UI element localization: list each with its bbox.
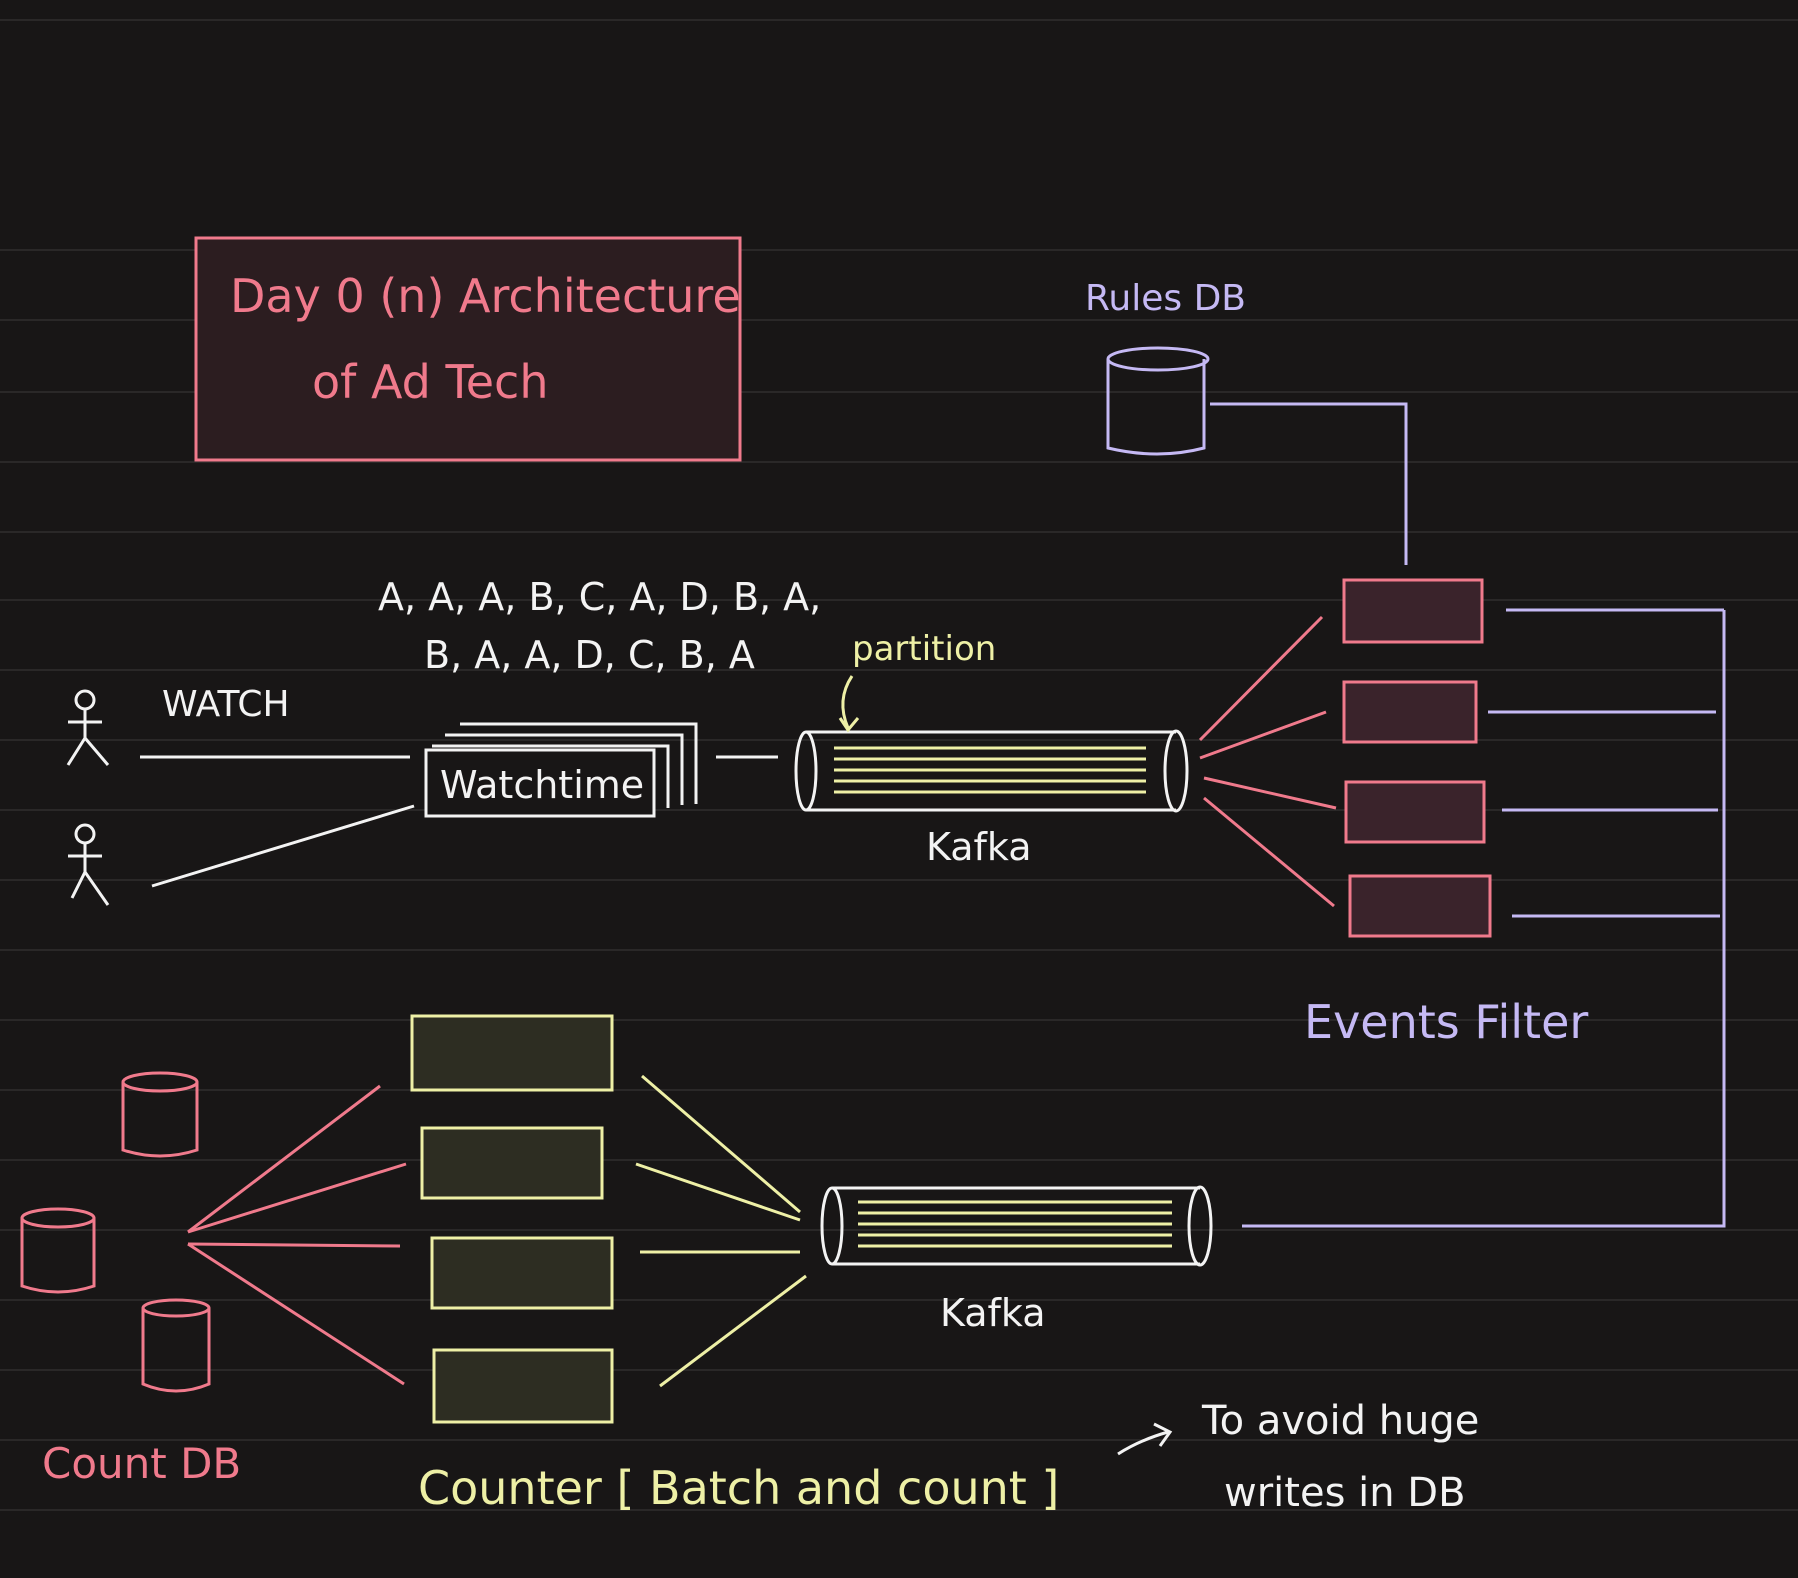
filter-instance-box — [1342, 680, 1478, 744]
rules-db-connector — [1210, 402, 1408, 565]
counter-to-db-connectors — [187, 1084, 407, 1386]
cylinder-db-icon — [121, 1071, 199, 1158]
partition-lines — [858, 1200, 1172, 1248]
kafka-bottom-label: Kafka — [940, 1291, 1046, 1335]
kafka-to-filter-connectors — [1198, 615, 1337, 908]
rules-db: Rules DB — [1085, 278, 1408, 565]
counter-instances — [410, 1014, 614, 1424]
events-filter-label: Events Filter — [1304, 995, 1588, 1049]
counter-instance-box — [432, 1348, 614, 1424]
note-line-1: To avoid huge — [1201, 1398, 1479, 1444]
counter-instance-box — [410, 1014, 614, 1092]
title-line-2: of Ad Tech — [312, 355, 548, 409]
counter-label: Counter [ Batch and count ] — [418, 1461, 1059, 1515]
events-filter: Events Filter — [1304, 578, 1588, 1049]
watchtime-label: Watchtime — [440, 763, 644, 807]
note-line-2: writes in DB — [1224, 1470, 1466, 1516]
count-db-label: Count DB — [42, 1439, 241, 1488]
kafka-to-counter-connectors — [635, 1074, 807, 1388]
event-stream-line-2: B, A, A, D, C, B, A — [424, 633, 755, 677]
counter-instance-box — [420, 1126, 604, 1200]
watch-label: WATCH — [162, 684, 290, 725]
partition-arrow-icon — [838, 675, 860, 733]
stick-figure-icon — [68, 823, 110, 906]
ruled-lines — [0, 19, 1798, 1511]
title-line-1: Day 0 (n) Architecture — [230, 269, 741, 323]
kafka-bottom: Kafka — [820, 1185, 1213, 1335]
rules-db-label: Rules DB — [1085, 278, 1246, 319]
watchtime-service — [424, 722, 778, 818]
partition-label: partition — [852, 629, 996, 669]
filter-instance-box — [1342, 578, 1484, 644]
stick-figure-icon — [66, 689, 110, 766]
count-db: Count DB — [20, 1071, 241, 1488]
arrow-icon — [1117, 1422, 1173, 1456]
cylinder-db-icon — [1106, 346, 1210, 456]
partition-lines — [834, 746, 1146, 794]
event-stream-line-1: A, A, A, B, C, A, D, B, A, — [378, 575, 821, 619]
title-box: Day 0 (n) Architecture of Ad Tech — [194, 236, 742, 462]
event-stream: A, A, A, B, C, A, D, B, A, B, A, A, D, C… — [378, 575, 821, 677]
counter: Counter [ Batch and count ] — [410, 1014, 1059, 1515]
cylinder-db-icon — [141, 1298, 211, 1393]
user2-connector — [151, 804, 415, 888]
kafka-pipe-icon — [820, 1185, 1213, 1267]
note: To avoid huge writes in DB — [1117, 1398, 1479, 1516]
filter-instances — [1342, 578, 1492, 938]
filter-instance-box — [1348, 874, 1492, 938]
filter-instance-box — [1344, 780, 1486, 844]
counter-instance-box — [430, 1236, 614, 1310]
kafka-top: partition Kafka — [794, 629, 1189, 869]
filter-to-kafka-bus — [1242, 608, 1726, 1228]
kafka-pipe-icon — [794, 729, 1189, 813]
kafka-top-label: Kafka — [926, 825, 1032, 869]
cylinder-db-icon — [20, 1207, 96, 1294]
users: WATCH — [66, 684, 415, 906]
